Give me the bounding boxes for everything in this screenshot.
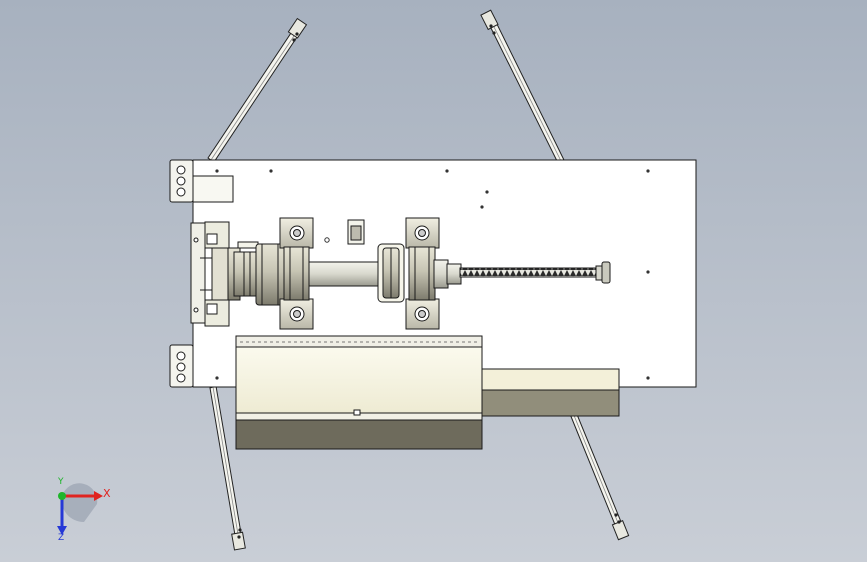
- triad-y-axis: [58, 492, 66, 500]
- end-nut: [595, 261, 611, 284]
- main-shaft: [308, 261, 382, 287]
- lead-screw-rack: [459, 267, 598, 278]
- end-bracket-top: [169, 159, 234, 203]
- bearing-block-left: [279, 217, 314, 330]
- side-extension: [481, 368, 620, 417]
- strut-top-right: [480, 9, 565, 164]
- strut-top-left: [207, 17, 308, 163]
- triad-y-label: Y: [58, 477, 64, 487]
- guard-housing: [235, 335, 483, 450]
- end-bracket-bottom: [169, 344, 194, 388]
- rod-collar: [433, 259, 462, 289]
- triad-z-label: Z: [58, 533, 65, 543]
- triad-x-label: X: [103, 487, 111, 500]
- pulley: [377, 243, 405, 303]
- sensor-bracket: [347, 219, 365, 245]
- strut-bottom-right: [569, 411, 630, 541]
- motor-mount: [190, 221, 230, 327]
- triad-z-arrowhead: [57, 526, 67, 535]
- triad-x-arrowhead: [94, 491, 103, 501]
- coordinate-triad: [57, 483, 103, 535]
- plate-holes: [215, 169, 650, 380]
- drum-left: [255, 243, 285, 306]
- bearing-block-right: [405, 217, 440, 330]
